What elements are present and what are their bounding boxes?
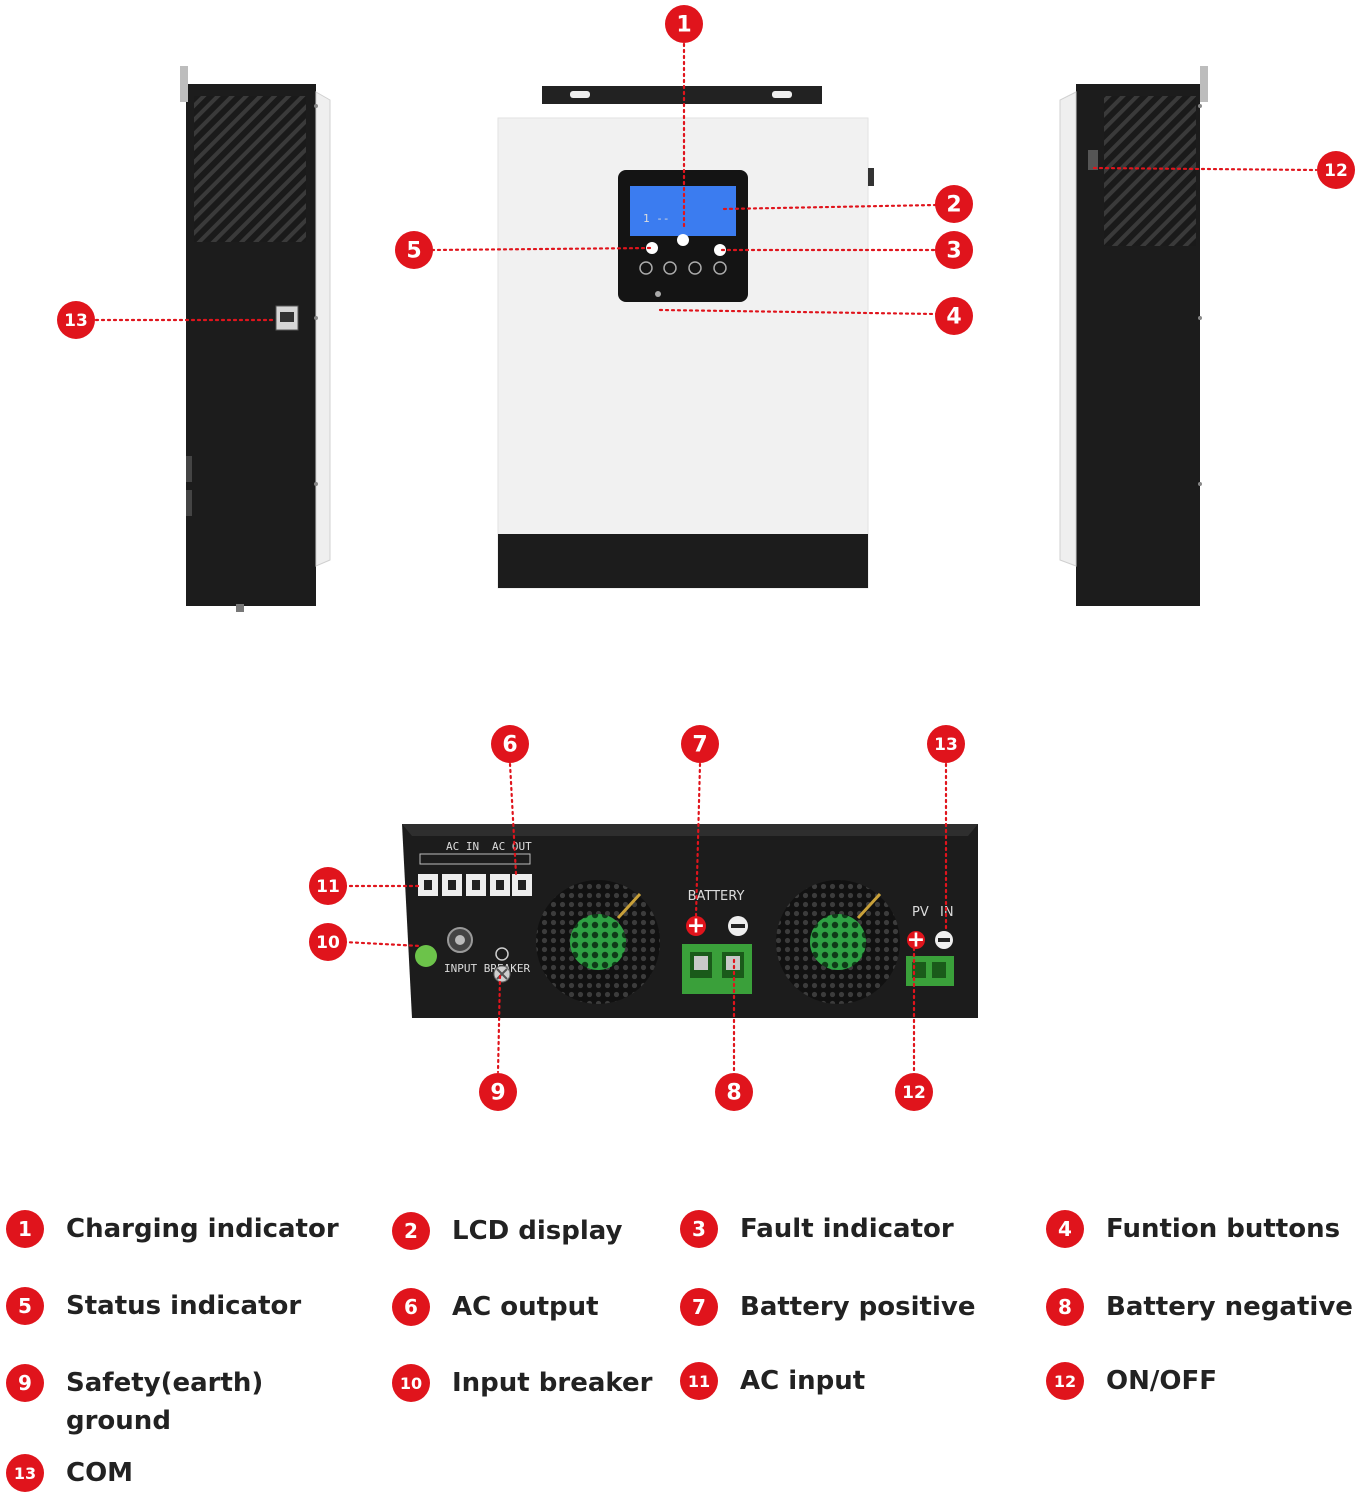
legend-item-12: 12 ON/OFF bbox=[1046, 1362, 1217, 1400]
legend-label: Status indicator bbox=[66, 1291, 302, 1321]
legend-badge: 5 bbox=[6, 1287, 44, 1325]
svg-text:12: 12 bbox=[902, 1083, 926, 1103]
svg-text:7: 7 bbox=[692, 733, 707, 758]
legend-item-1: 1 Charging indicator bbox=[6, 1210, 339, 1248]
callout-10: 10 bbox=[309, 923, 347, 961]
callout-9: 9 bbox=[479, 1073, 517, 1111]
callout-6: 6 bbox=[491, 725, 529, 763]
legend-badge: 2 bbox=[392, 1212, 430, 1250]
legend-badge: 4 bbox=[1046, 1210, 1084, 1248]
legend-label: COM bbox=[66, 1458, 134, 1488]
callout-11: 11 bbox=[309, 867, 347, 905]
onoff-switch bbox=[1088, 150, 1098, 170]
svg-text:4: 4 bbox=[946, 305, 961, 330]
legend-label: Safety(earth) ground bbox=[66, 1368, 264, 1436]
charging-led bbox=[677, 234, 689, 246]
legend: 1 Charging indicator 2 LCD display 3 Fau… bbox=[0, 1200, 1365, 1500]
legend-item-11: 11 AC input bbox=[680, 1362, 865, 1400]
svg-text:10: 10 bbox=[316, 933, 340, 953]
svg-text:5: 5 bbox=[406, 239, 421, 264]
legend-label: Fault indicator bbox=[740, 1214, 954, 1244]
callout-12-side: 12 bbox=[1317, 151, 1355, 189]
ac-out-label: AC OUT bbox=[492, 840, 532, 853]
callout-13-bottom: 13 bbox=[927, 725, 965, 763]
pv-positive-mark bbox=[907, 931, 925, 949]
callout-8: 8 bbox=[715, 1073, 753, 1111]
input-breaker-label: INPUT BREAKER bbox=[444, 962, 530, 975]
legend-badge: 7 bbox=[680, 1288, 718, 1326]
front-view: 1 -- bbox=[497, 86, 874, 589]
callout-2: 2 bbox=[935, 185, 973, 223]
function-button-2 bbox=[663, 261, 677, 275]
svg-text:+: + bbox=[687, 914, 705, 939]
function-button-3 bbox=[688, 261, 702, 275]
legend-item-2: 2 LCD display bbox=[392, 1212, 623, 1250]
svg-text:11: 11 bbox=[316, 877, 340, 897]
callout-12-bottom: 12 bbox=[895, 1073, 933, 1111]
svg-text:13: 13 bbox=[934, 735, 958, 755]
terminal-block bbox=[418, 874, 532, 896]
legend-label: Charging indicator bbox=[66, 1214, 339, 1244]
legend-badge: 13 bbox=[6, 1454, 44, 1492]
legend-badge: 9 bbox=[6, 1364, 44, 1402]
legend-badge: 12 bbox=[1046, 1362, 1084, 1400]
svg-text:6: 6 bbox=[502, 733, 517, 758]
legend-item-3: 3 Fault indicator bbox=[680, 1210, 954, 1248]
svg-text:8: 8 bbox=[726, 1081, 741, 1106]
svg-text:13: 13 bbox=[64, 311, 88, 331]
svg-text:2: 2 bbox=[946, 193, 961, 218]
legend-item-9: 9 Safety(earth) ground bbox=[6, 1364, 263, 1440]
svg-text:+: + bbox=[907, 928, 925, 953]
breaker-reset bbox=[415, 945, 437, 967]
legend-label: Input breaker bbox=[452, 1368, 653, 1398]
legend-item-8: 8 Battery negative bbox=[1046, 1288, 1353, 1326]
legend-badge: 11 bbox=[680, 1362, 718, 1400]
legend-badge: 1 bbox=[6, 1210, 44, 1248]
ac-in-label: AC IN bbox=[446, 840, 479, 853]
legend-item-6: 6 AC output bbox=[392, 1288, 599, 1326]
callout-badges: 1 2 3 4 5 13 12 6 7 13 11 10 9 8 12 bbox=[57, 5, 1355, 1111]
svg-text:1 --: 1 -- bbox=[643, 212, 670, 225]
fault-led bbox=[714, 244, 726, 256]
legend-item-7: 7 Battery positive bbox=[680, 1288, 975, 1326]
callout-7: 7 bbox=[681, 725, 719, 763]
legend-badge: 3 bbox=[680, 1210, 718, 1248]
legend-label: Battery negative bbox=[1106, 1292, 1353, 1322]
legend-badge: 6 bbox=[392, 1288, 430, 1326]
legend-label: Funtion buttons bbox=[1106, 1214, 1341, 1244]
status-led bbox=[646, 242, 658, 254]
svg-text:9: 9 bbox=[490, 1081, 505, 1106]
battery-label: BATTERY bbox=[688, 889, 745, 904]
lcd-screen bbox=[630, 186, 736, 236]
callout-4: 4 bbox=[935, 297, 973, 335]
legend-label: Battery positive bbox=[740, 1292, 976, 1322]
legend-item-4: 4 Funtion buttons bbox=[1046, 1210, 1340, 1248]
legend-item-10: 10 Input breaker bbox=[392, 1364, 652, 1402]
callout-13-side: 13 bbox=[57, 301, 95, 339]
function-button-4 bbox=[713, 261, 727, 275]
svg-text:12: 12 bbox=[1324, 161, 1348, 181]
svg-text:1: 1 bbox=[676, 13, 691, 38]
right-side-view bbox=[1059, 66, 1208, 606]
legend-item-13: 13 COM bbox=[6, 1454, 133, 1492]
battery-positive-mark bbox=[686, 916, 706, 936]
callout-3: 3 bbox=[935, 231, 973, 269]
legend-label: ON/OFF bbox=[1106, 1366, 1217, 1396]
svg-text:3: 3 bbox=[946, 239, 961, 264]
legend-badge: 10 bbox=[392, 1364, 430, 1402]
bottom-view: AC IN AC OUT INPUT BREAKER BATTERY bbox=[402, 824, 978, 1018]
in-label: IN bbox=[940, 905, 954, 920]
function-button-1 bbox=[639, 261, 653, 275]
legend-label: LCD display bbox=[452, 1216, 623, 1246]
legend-label: AC output bbox=[452, 1292, 599, 1322]
callout-1: 1 bbox=[665, 5, 703, 43]
callout-5: 5 bbox=[395, 231, 433, 269]
leader-lines bbox=[94, 42, 1318, 1074]
legend-item-5: 5 Status indicator bbox=[6, 1287, 301, 1325]
legend-label: AC input bbox=[740, 1366, 866, 1396]
left-side-view bbox=[180, 66, 331, 612]
pv-label: PV bbox=[912, 905, 929, 920]
legend-badge: 8 bbox=[1046, 1288, 1084, 1326]
